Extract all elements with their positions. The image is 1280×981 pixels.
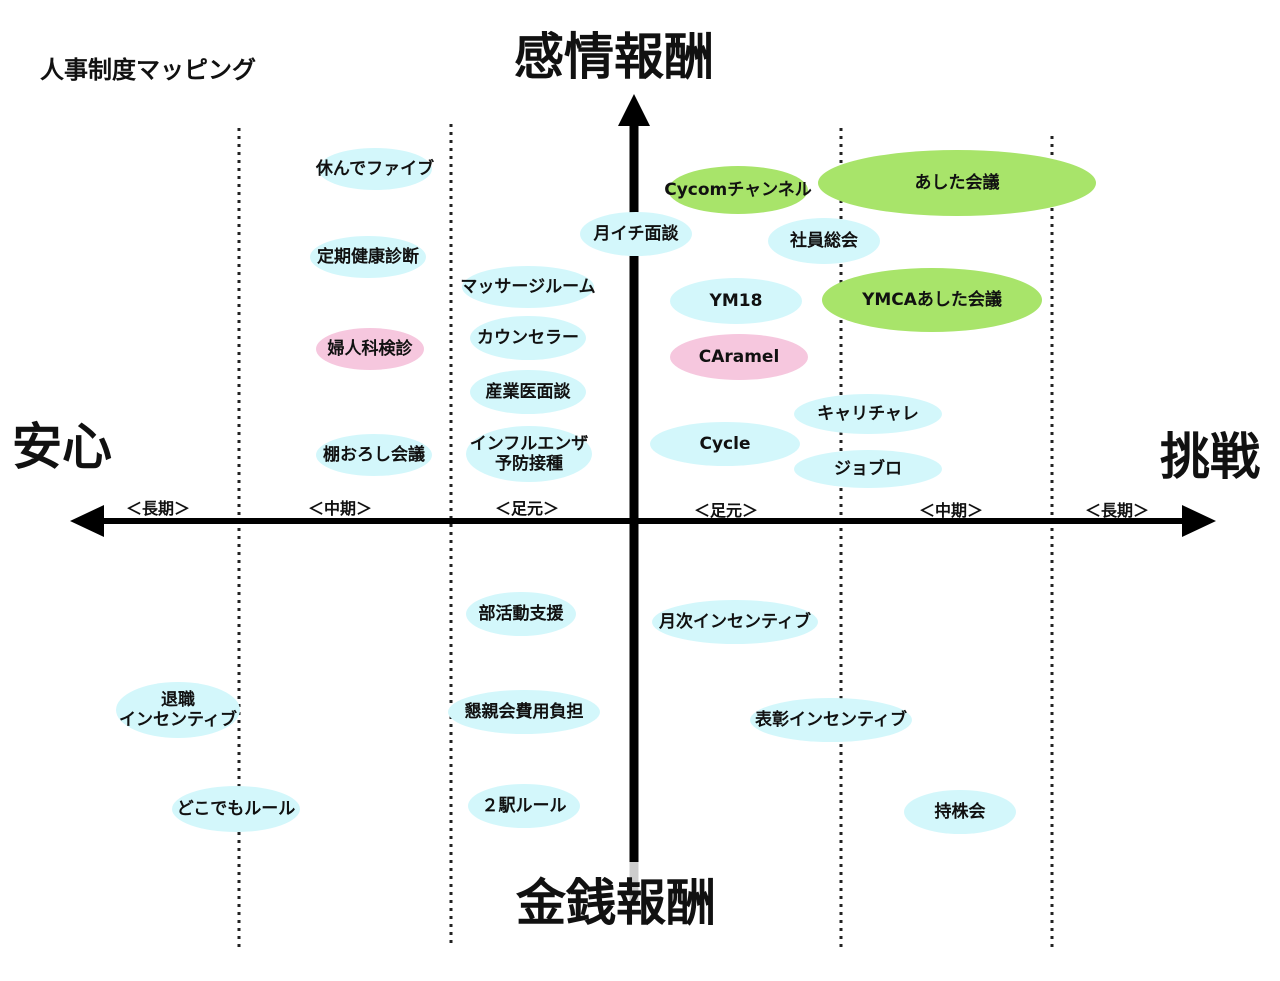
item-label: 月イチ面談	[593, 223, 679, 244]
term-left-long: ＜長期＞	[125, 499, 191, 518]
item-getsuji[interactable]: 月次インセンティブ	[652, 600, 818, 644]
item-caramel[interactable]: CAramel	[670, 334, 808, 380]
dotted-divider-lines	[237, 124, 1054, 950]
axis-label-bottom: 金銭報酬	[516, 874, 716, 932]
up-arrowhead	[618, 94, 650, 126]
item-label: どこでもルール	[176, 798, 296, 819]
item-ym18[interactable]: YM18	[670, 278, 802, 324]
item-ashita[interactable]: あした会議	[818, 150, 1096, 216]
item-ekiruru[interactable]: ２駅ルール	[468, 784, 580, 828]
item-label: あした会議	[914, 172, 1000, 193]
item-cycom[interactable]: Cycomチャンネル	[664, 166, 812, 214]
item-mochikabu[interactable]: 持株会	[904, 790, 1016, 834]
item-teiki-kenkou[interactable]: 定期健康診断	[310, 236, 426, 278]
item-label: 社員総会	[790, 230, 858, 251]
item-counselor[interactable]: カウンセラー	[470, 316, 586, 360]
term-left-mid: ＜中期＞	[307, 499, 373, 518]
item-label: YMCAあした会議	[862, 289, 1002, 310]
item-label: 休んでファイブ	[315, 158, 435, 179]
item-fujinka[interactable]: 婦人科検診	[316, 328, 424, 370]
item-tanaoroshi[interactable]: 棚おろし会議	[316, 434, 432, 476]
term-right-long: ＜長期＞	[1084, 501, 1150, 520]
item-taishoku[interactable]: 退職 インセンティブ	[116, 682, 240, 738]
item-label: 婦人科検診	[327, 338, 413, 359]
item-label: キャリチャレ	[817, 403, 919, 424]
item-label: マッサージルーム	[460, 276, 596, 297]
item-label: Cycle	[699, 433, 751, 454]
item-label: インフルエンザ 予防接種	[469, 433, 589, 474]
axis-label-right: 挑戦	[1160, 428, 1260, 486]
item-label: 表彰インセンティブ	[755, 709, 907, 730]
item-shain-soukai[interactable]: 社員総会	[768, 218, 880, 264]
horizontal-axis	[70, 505, 1216, 537]
item-kyarichare[interactable]: キャリチャレ	[794, 394, 942, 434]
item-ymca-ashita[interactable]: YMCAあした会議	[822, 268, 1042, 332]
left-arrowhead	[70, 505, 104, 537]
axis-label-left: 安心	[12, 418, 112, 476]
item-label: YM18	[709, 290, 763, 311]
item-hyoushou[interactable]: 表彰インセンティブ	[750, 698, 912, 742]
right-arrowhead	[1182, 505, 1216, 537]
item-label: 懇親会費用負担	[464, 701, 584, 722]
item-konshinkai[interactable]: 懇親会費用負担	[448, 690, 600, 734]
term-left-near: ＜足元＞	[494, 499, 560, 518]
item-label: 定期健康診断	[317, 246, 419, 267]
item-bukatsudou[interactable]: 部活動支援	[466, 592, 576, 636]
item-label: CAramel	[698, 346, 780, 367]
item-label: カウンセラー	[477, 327, 579, 348]
item-label: 棚おろし会議	[323, 444, 425, 465]
item-sangyoui[interactable]: 産業医面談	[470, 370, 586, 414]
page-title: 人事制度マッピング	[40, 56, 256, 84]
item-yasunde-five[interactable]: 休んでファイブ	[315, 148, 435, 190]
item-label: 持株会	[934, 801, 986, 822]
item-label: 退職 インセンティブ	[119, 689, 237, 730]
item-label: 月次インセンティブ	[659, 611, 811, 632]
item-label: Cycomチャンネル	[664, 179, 812, 200]
item-label: ジョブロ	[834, 458, 902, 479]
item-dokodemo[interactable]: どこでもルール	[172, 786, 300, 832]
term-right-mid: ＜中期＞	[918, 501, 984, 520]
item-tsukiichi[interactable]: 月イチ面談	[580, 212, 692, 256]
item-label: 部活動支援	[478, 603, 564, 624]
axis-label-top: 感情報酬	[514, 28, 714, 86]
item-label: ２駅ルール	[481, 795, 567, 816]
item-influenza[interactable]: インフルエンザ 予防接種	[466, 426, 592, 482]
item-massage[interactable]: マッサージルーム	[460, 266, 596, 308]
item-jobburo[interactable]: ジョブロ	[794, 450, 942, 488]
item-label: 産業医面談	[485, 381, 571, 402]
term-right-near: ＜足元＞	[693, 501, 759, 520]
item-cycle[interactable]: Cycle	[650, 422, 800, 466]
